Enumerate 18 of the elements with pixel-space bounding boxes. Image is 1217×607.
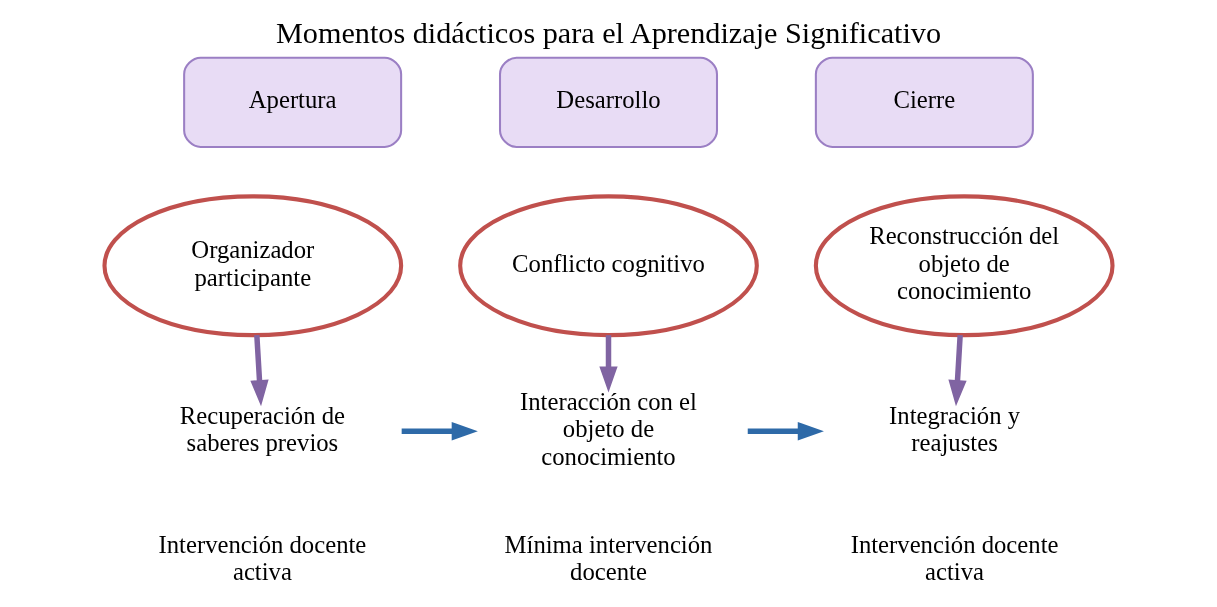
node-text: Interacción con el objeto de conocimiento [520,387,697,470]
arrow [401,422,478,441]
node-box: Desarrollo [499,56,718,148]
node-ellipse: Organizador participante [102,194,404,338]
node-ellipse: Conflicto cognitivo [458,194,759,338]
arrow [599,335,618,393]
arrow [250,335,269,407]
label: Mínima intervención docente [504,530,713,586]
arrow [747,422,824,441]
label: Intervención docente activa [158,530,367,586]
label: Intervención docente activa [850,530,1059,586]
node-box: Apertura [183,56,403,148]
node-text: Recuperación de saberes previos [179,401,346,456]
node-box: Cierre [814,56,1034,148]
arrow [948,335,967,407]
diagram-title: Momentos didácticos para el Aprendizaje Significativo [275,16,942,51]
node-ellipse: Reconstrucción del objeto de conocimiento [813,194,1115,338]
node-text: Integración y reajustes [889,401,1021,456]
